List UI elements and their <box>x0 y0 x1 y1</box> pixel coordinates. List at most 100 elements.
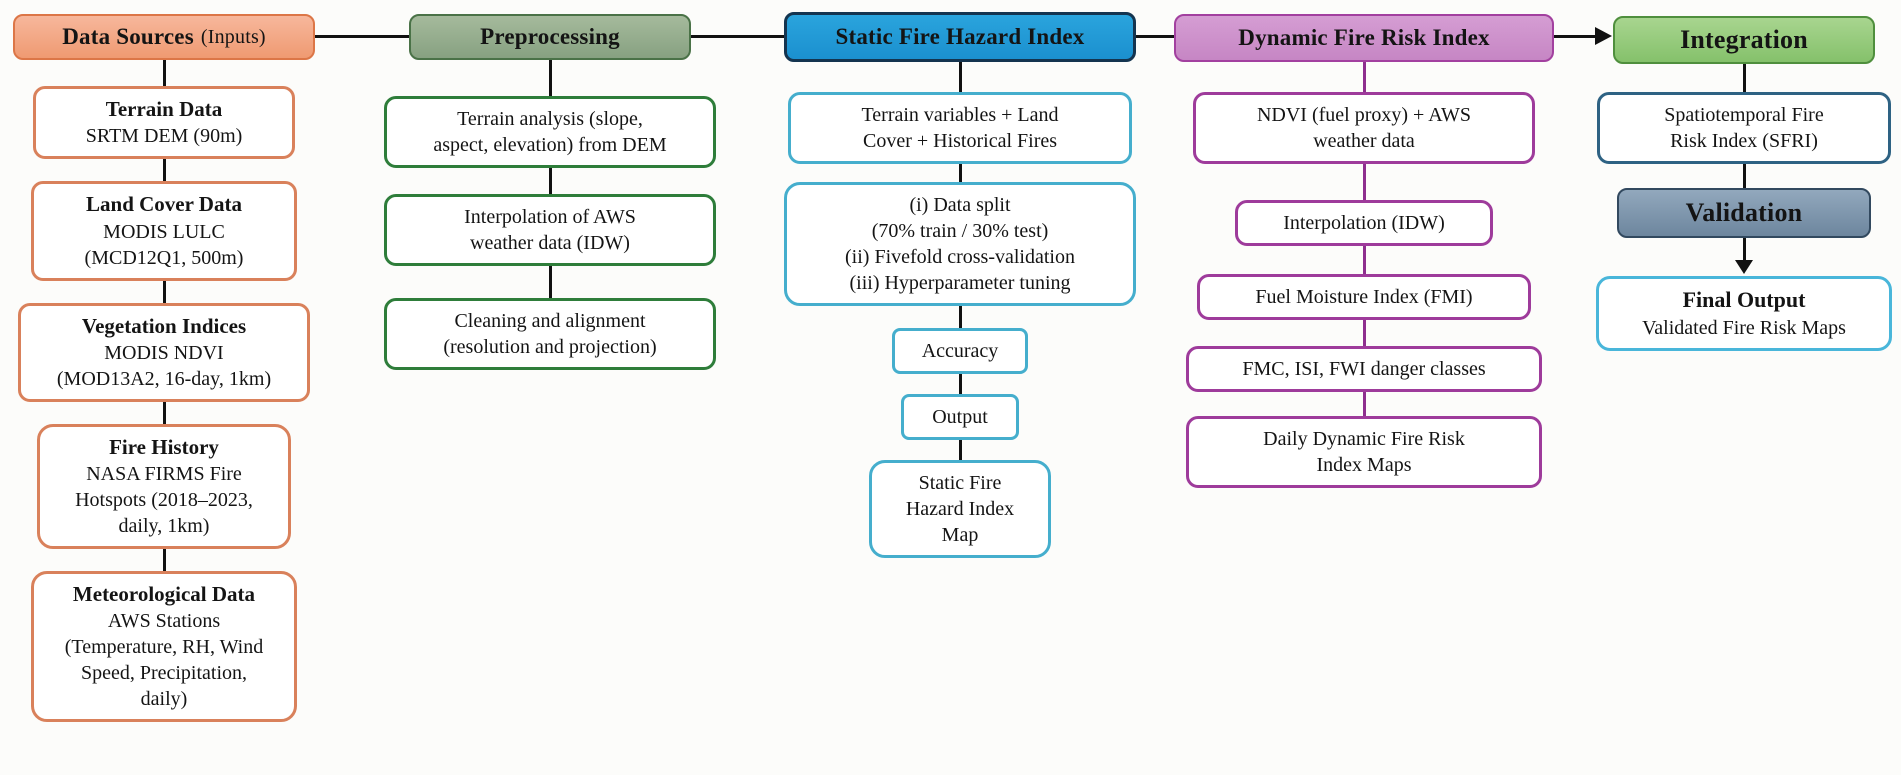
node-line: Cover + Historical Fires <box>862 130 1058 152</box>
header-title: Integration <box>1680 25 1808 54</box>
node-title: Vegetation Indices <box>81 313 247 338</box>
node-line: daily, 1km) <box>118 515 210 538</box>
arrow-down-icon <box>1735 260 1753 274</box>
node-title: Terrain Data <box>105 97 223 121</box>
header-note: (Inputs) <box>200 25 266 48</box>
node-vegetation-indices: Vegetation Indices MODIS NDVI (MOD13A2, … <box>18 302 310 402</box>
node-line: Static Fire <box>918 472 1002 494</box>
node-fuel-moisture-index: Fuel Moisture Index (FMI) <box>1197 274 1531 320</box>
node-line: Cleaning and alignment <box>454 310 646 332</box>
node-input-variables: Terrain variables + Land Cover + Histori… <box>788 92 1132 164</box>
header-static-fire-hazard-index: Static Fire Hazard Index <box>784 12 1136 62</box>
connector-line <box>958 164 962 182</box>
column-static-fire-hazard-index: Static Fire Hazard Index Terrain variabl… <box>782 12 1138 558</box>
node-line: Daily Dynamic Fire Risk <box>1263 428 1465 450</box>
connector-line <box>1742 164 1746 188</box>
node-line: (MCD12Q1, 500m) <box>84 246 244 269</box>
connector-line <box>1362 392 1366 416</box>
node-aws-interpolation: Interpolation of AWS weather data (IDW) <box>384 194 716 266</box>
node-line: Interpolation of AWS <box>464 206 636 228</box>
connector-line <box>548 60 552 96</box>
connector-line <box>1742 238 1746 260</box>
node-line: FMC, ISI, FWI danger classes <box>1242 358 1486 380</box>
node-line: Validated Fire Risk Maps <box>1642 316 1846 339</box>
connector-line <box>958 440 962 460</box>
header-title: Validation <box>1685 198 1803 227</box>
connector-line <box>548 168 552 194</box>
node-title: Final Output <box>1682 287 1806 312</box>
node-ndvi-aws: NDVI (fuel proxy) + AWS weather data <box>1193 92 1535 164</box>
node-accuracy: Accuracy <box>892 328 1028 374</box>
column-data-sources: Data Sources (Inputs) Terrain Data SRTM … <box>8 14 320 723</box>
header-title: Preprocessing <box>480 24 620 49</box>
connector-line <box>1362 320 1366 346</box>
connector-line <box>1742 64 1746 92</box>
node-line: AWS Stations <box>107 610 221 633</box>
header-title: Static Fire Hazard Index <box>835 24 1085 49</box>
node-line: (resolution and projection) <box>443 336 657 358</box>
connector-line <box>1362 164 1366 200</box>
node-line: NDVI (fuel proxy) + AWS <box>1256 104 1472 126</box>
node-line: (MOD13A2, 16-day, 1km) <box>56 367 272 390</box>
node-line: Fuel Moisture Index (FMI) <box>1255 286 1473 308</box>
connector-line <box>958 374 962 394</box>
node-terrain-data: Terrain Data SRTM DEM (90m) <box>33 86 295 160</box>
node-line: Spatiotemporal Fire <box>1664 104 1824 126</box>
connector-line <box>548 266 552 298</box>
node-line: Accuracy <box>921 340 999 362</box>
node-line: weather data <box>1313 130 1415 152</box>
node-cleaning-alignment: Cleaning and alignment (resolution and p… <box>384 298 716 370</box>
node-sfri: Spatiotemporal Fire Risk Index (SFRI) <box>1597 92 1891 164</box>
node-line: (70% train / 30% test) <box>871 220 1049 242</box>
node-static-hazard-map: Static Fire Hazard Index Map <box>869 460 1051 558</box>
node-line: (i) Data split <box>909 194 1011 216</box>
node-final-output: Final Output Validated Fire Risk Maps <box>1596 276 1892 351</box>
header-preprocessing: Preprocessing <box>409 14 691 60</box>
node-line: Map <box>941 524 979 546</box>
connector-line <box>162 401 166 424</box>
header-title: Dynamic Fire Risk Index <box>1238 25 1490 50</box>
column-integration-validation: Integration Spatiotemporal Fire Risk Ind… <box>1596 16 1892 351</box>
header-integration: Integration <box>1613 16 1875 64</box>
node-line: Risk Index (SFRI) <box>1670 130 1818 152</box>
node-interpolation-idw: Interpolation (IDW) <box>1235 200 1493 246</box>
node-title: Meteorological Data <box>72 582 256 607</box>
connector-line <box>162 159 166 182</box>
node-fire-history: Fire History NASA FIRMS Fire Hotspots (2… <box>37 423 291 550</box>
connector-line <box>162 549 166 572</box>
connector-line <box>958 306 962 328</box>
node-line: NASA FIRMS Fire <box>86 463 242 486</box>
node-terrain-analysis: Terrain analysis (slope, aspect, elevati… <box>384 96 716 168</box>
header-dynamic-fire-risk-index: Dynamic Fire Risk Index <box>1174 14 1554 62</box>
node-meteorological-data: Meteorological Data AWS Stations (Temper… <box>31 571 297 723</box>
header-validation: Validation <box>1617 188 1871 238</box>
node-model-training: (i) Data split (70% train / 30% test) (i… <box>784 182 1136 306</box>
connector-line <box>1362 246 1366 274</box>
node-line: Terrain variables + Land <box>861 104 1059 126</box>
node-line: Interpolation (IDW) <box>1283 212 1445 234</box>
node-output: Output <box>901 394 1019 440</box>
connector-line <box>162 280 166 303</box>
node-line: (ii) Fivefold cross-validation <box>845 246 1075 268</box>
node-line: Terrain analysis (slope, <box>457 108 643 130</box>
node-line: (iii) Hyperparameter tuning <box>849 272 1071 294</box>
connector-line <box>162 60 166 86</box>
column-preprocessing: Preprocessing Terrain analysis (slope, a… <box>382 14 718 370</box>
node-line: daily) <box>140 688 188 711</box>
node-line: MODIS NDVI <box>104 341 224 364</box>
node-line: Index Maps <box>1316 454 1412 476</box>
node-line: MODIS LULC <box>103 220 225 243</box>
node-line: aspect, elevation) from DEM <box>433 134 667 156</box>
arrow-right-icon <box>1595 27 1612 45</box>
node-line: Output <box>932 406 988 428</box>
node-land-cover-data: Land Cover Data MODIS LULC (MCD12Q1, 500… <box>31 181 297 281</box>
node-line: Speed, Precipitation, <box>80 662 248 685</box>
connector-line <box>958 62 962 92</box>
node-line: Hotspots (2018–2023, <box>75 489 253 512</box>
node-daily-risk-maps: Daily Dynamic Fire Risk Index Maps <box>1186 416 1542 488</box>
column-dynamic-fire-risk-index: Dynamic Fire Risk Index NDVI (fuel proxy… <box>1172 14 1556 488</box>
connector-line <box>1362 62 1366 92</box>
node-title: Fire History <box>109 434 219 459</box>
node-title: Land Cover Data <box>86 192 242 217</box>
